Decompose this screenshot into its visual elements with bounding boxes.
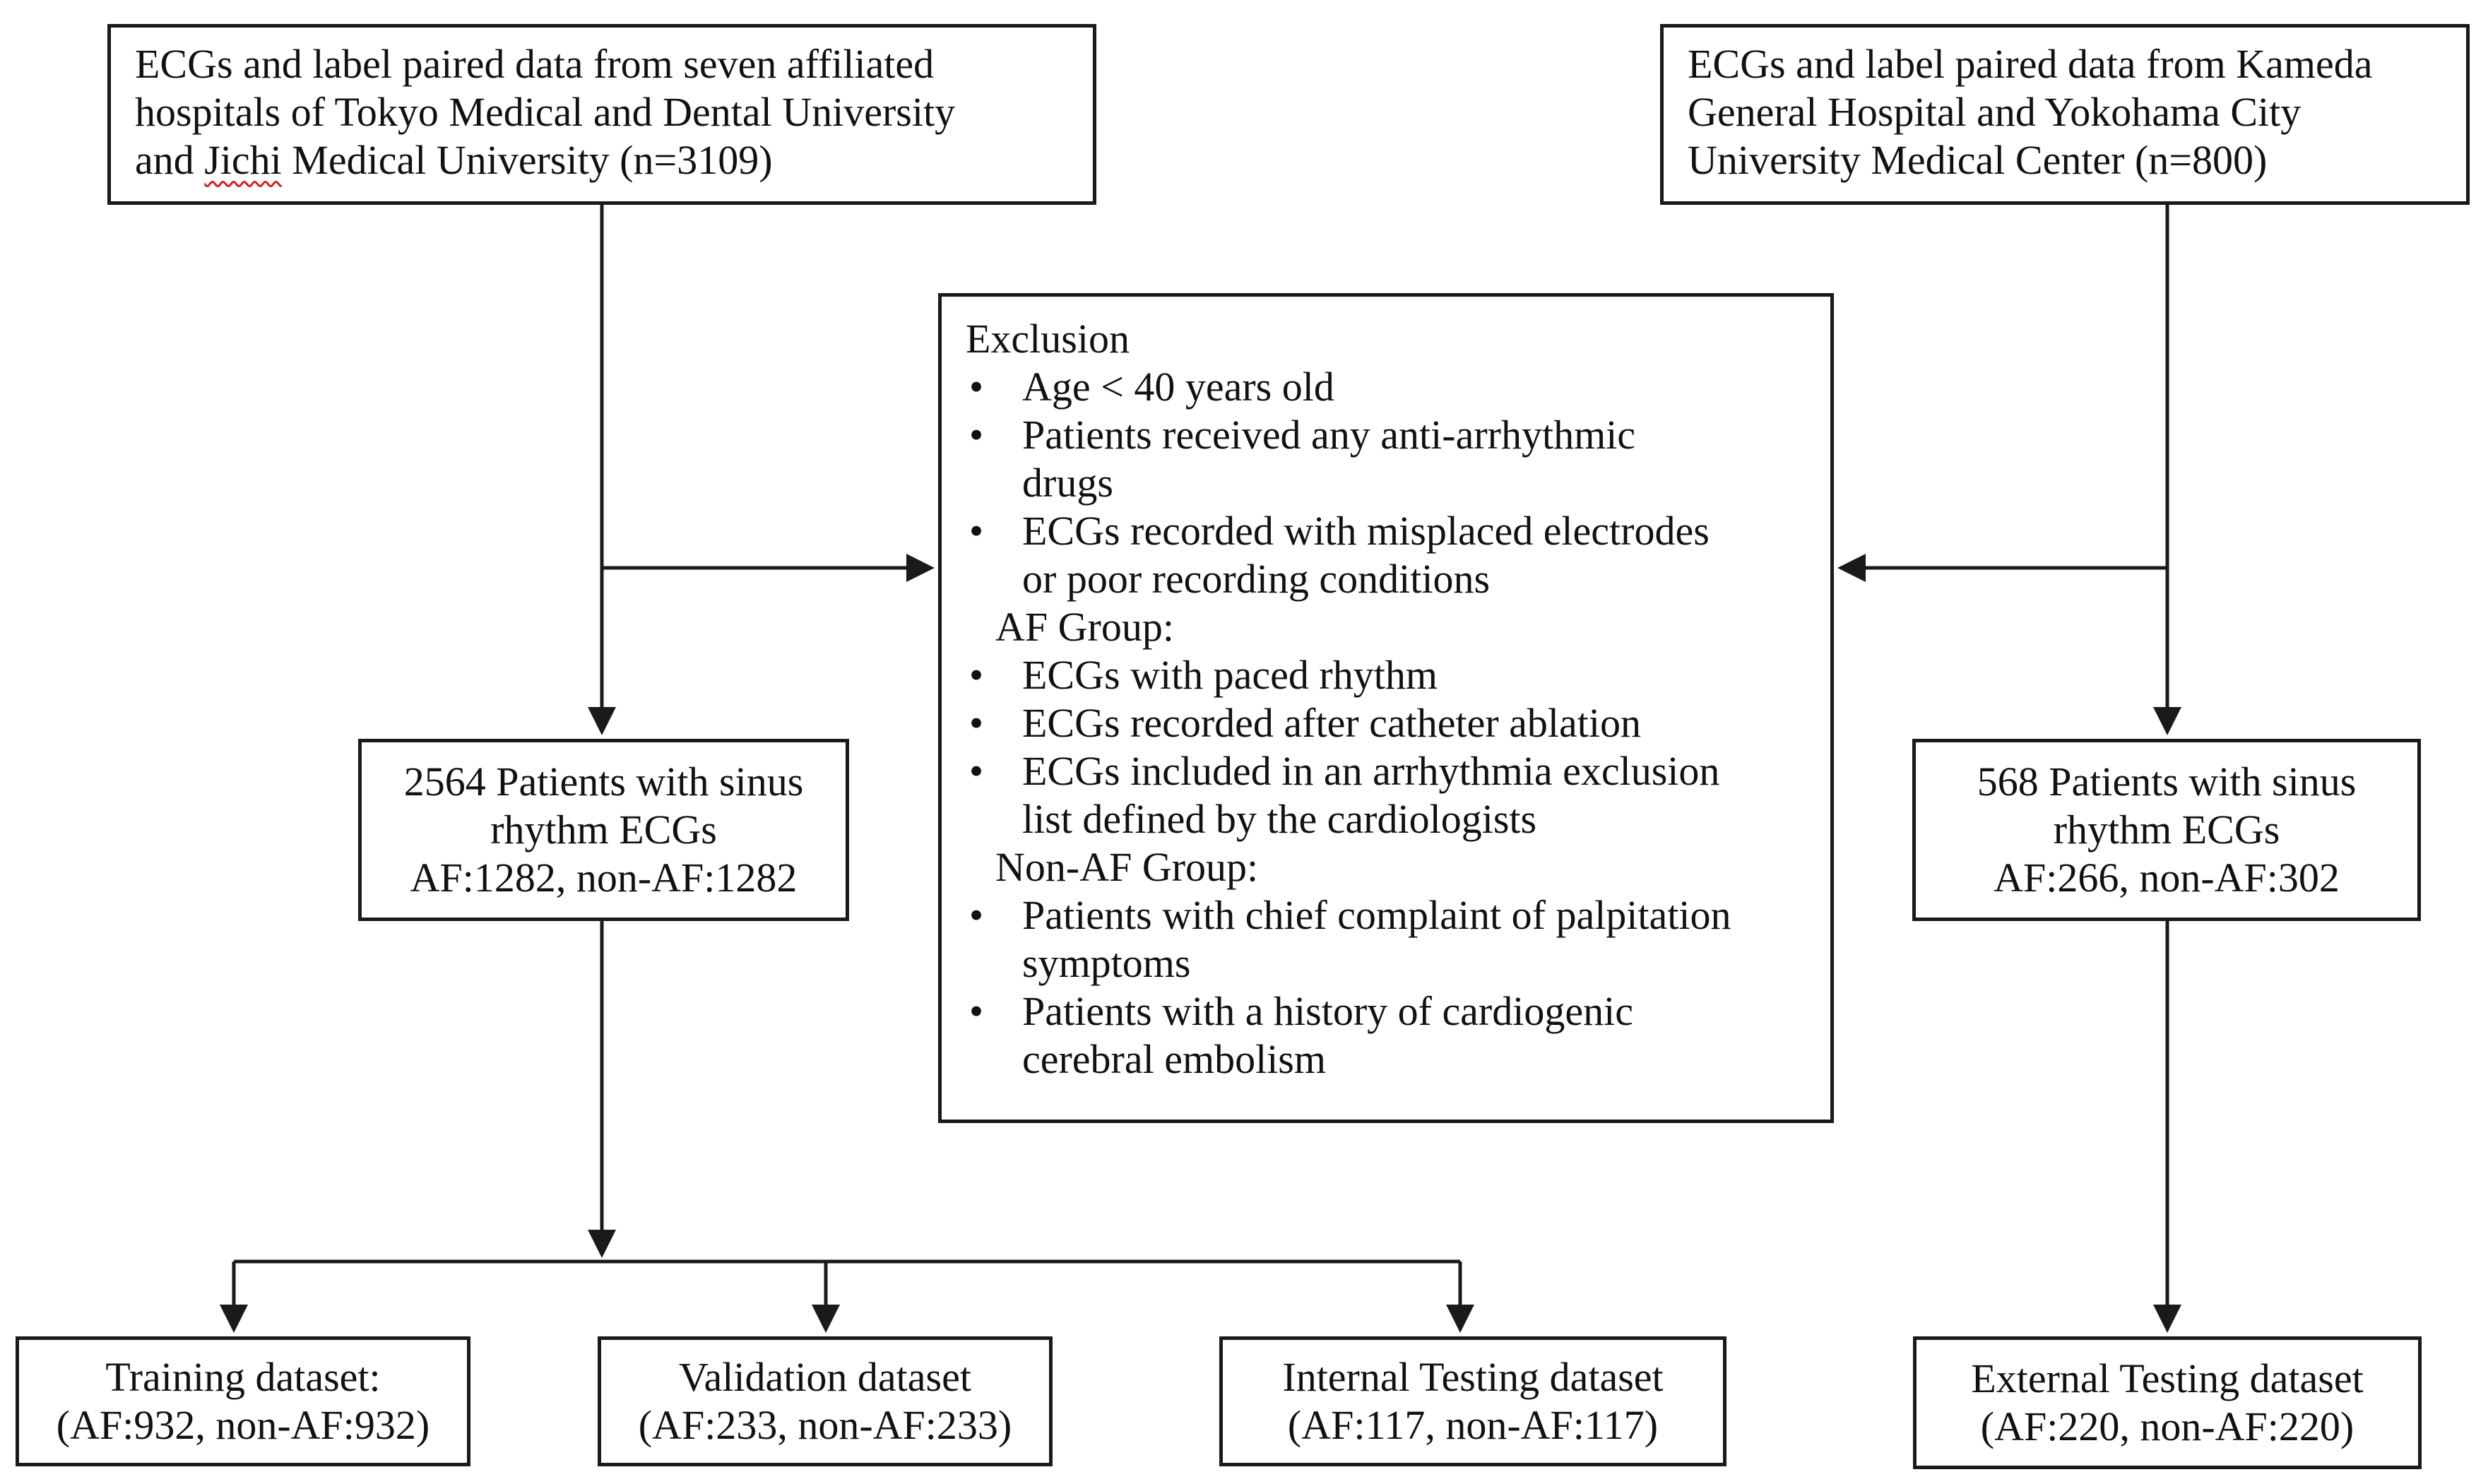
source-left-line-1: ECGs and label paired data from seven af… [135, 41, 935, 87]
bullet-icon: • [969, 892, 984, 938]
exclusion-item-text: Patients with chief complaint of palpita… [1022, 892, 1731, 938]
exclusion-item-text: ECGs with paced rhythm [1022, 652, 1438, 698]
source-left-spellcheck-word: Jichi [204, 137, 282, 183]
external-line-2: (AF:220, non-AF:220) [1980, 1403, 2354, 1449]
exclusion-item-text: Age < 40 years old [1022, 364, 1334, 410]
source-left-line-2: hospitals of Tokyo Medical and Dental Un… [135, 89, 956, 135]
exclusion-item-text: drugs [1022, 460, 1113, 506]
source-left-line-3-suffix: Medical University (n=3109) [281, 137, 773, 183]
exclusion-item-text: ECGs included in an arrhythmia exclusion [1022, 748, 1720, 794]
exclusion-item-text: Patients received any anti-arrhythmic [1022, 412, 1636, 458]
patients-right-line-3: AF:266, non-AF:302 [1994, 855, 2340, 901]
source-box-tokyo-jichi: ECGs and label paired data from seven af… [107, 24, 1096, 205]
patients-left-line-3: AF:1282, non-AF:1282 [410, 855, 798, 901]
bullet-icon: • [969, 988, 984, 1034]
exclusion-item-text: or poor recording conditions [1022, 556, 1491, 602]
exclusion-item-text: cerebral embolism [1022, 1036, 1326, 1082]
bullet-icon: • [969, 364, 984, 410]
patients-box-internal-cohort: 2564 Patients with sinus rhythm ECGs AF:… [358, 739, 849, 921]
validation-dataset-box: Validation dataset (AF:233, non-AF:233) [598, 1336, 1053, 1466]
patients-box-external-cohort: 568 Patients with sinus rhythm ECGs AF:2… [1912, 739, 2421, 921]
exclusion-item-text: symptoms [1022, 940, 1191, 986]
external-line-1: External Testing dataset [1971, 1355, 2364, 1401]
patients-left-line-1: 2564 Patients with sinus [403, 759, 804, 805]
source-right-line-2: General Hospital and Yokohama City [1688, 89, 2302, 135]
source-right-line-3: University Medical Center (n=800) [1688, 137, 2268, 183]
exclusion-item-text: ECGs recorded after catheter ablation [1022, 700, 1642, 746]
exclusion-item-palpitation: • Patients with chief complaint of palpi… [966, 891, 1830, 987]
exclusion-item-text: Patients with a history of cardiogenic [1022, 988, 1633, 1034]
training-dataset-box: Training dataset: (AF:932, non-AF:932) [16, 1336, 470, 1466]
af-group-heading: AF Group: [995, 604, 1174, 650]
bullet-icon: • [969, 412, 984, 458]
bullet-icon: • [969, 700, 984, 746]
exclusion-item-misplaced-electrodes: • ECGs recorded with misplaced electrode… [966, 507, 1830, 603]
non-af-group-heading: Non-AF Group: [995, 844, 1259, 890]
source-right-line-1: ECGs and label paired data from Kameda [1688, 41, 2373, 87]
source-left-line-3-prefix: and [135, 137, 205, 183]
exclusion-item-arrhythmia-list: • ECGs included in an arrhythmia exclusi… [966, 747, 1830, 843]
internal-testing-dataset-box: Internal Testing dataset (AF:117, non-AF… [1219, 1336, 1726, 1466]
exclusion-item-text: list defined by the cardiologists [1022, 796, 1537, 842]
exclusion-item-embolism: • Patients with a history of cardiogenic… [966, 987, 1830, 1084]
exclusion-item-age: • Age < 40 years old [966, 363, 1830, 411]
patients-right-line-1: 568 Patients with sinus [1977, 759, 2357, 805]
exclusion-item-text: ECGs recorded with misplaced electrodes [1022, 508, 1710, 554]
validation-line-1: Validation dataset [679, 1354, 971, 1400]
bullet-icon: • [969, 508, 984, 554]
patients-left-line-2: rhythm ECGs [490, 807, 717, 853]
internal-line-1: Internal Testing dataset [1282, 1354, 1664, 1400]
internal-line-2: (AF:117, non-AF:117) [1287, 1402, 1659, 1448]
training-line-2: (AF:932, non-AF:932) [56, 1402, 430, 1448]
exclusion-title: Exclusion [966, 316, 1130, 362]
exclusion-item-catheter-ablation: • ECGs recorded after catheter ablation [966, 699, 1830, 747]
patients-right-line-2: rhythm ECGs [2053, 807, 2280, 853]
exclusion-item-antiarrhythmic: • Patients received any anti-arrhythmic … [966, 411, 1830, 507]
bullet-icon: • [969, 652, 984, 698]
exclusion-criteria-box: Exclusion • Age < 40 years old • Patient… [938, 293, 1834, 1123]
exclusion-item-paced-rhythm: • ECGs with paced rhythm [966, 651, 1830, 699]
training-line-1: Training dataset: [105, 1354, 381, 1400]
external-testing-dataset-box: External Testing dataset (AF:220, non-AF… [1913, 1336, 2422, 1469]
bullet-icon: • [969, 748, 984, 794]
source-box-kameda-yokohama: ECGs and label paired data from Kameda G… [1660, 24, 2470, 205]
source-left-line-3: and Jichi Medical University (n=3109) [135, 136, 1093, 184]
validation-line-2: (AF:233, non-AF:233) [638, 1402, 1012, 1448]
